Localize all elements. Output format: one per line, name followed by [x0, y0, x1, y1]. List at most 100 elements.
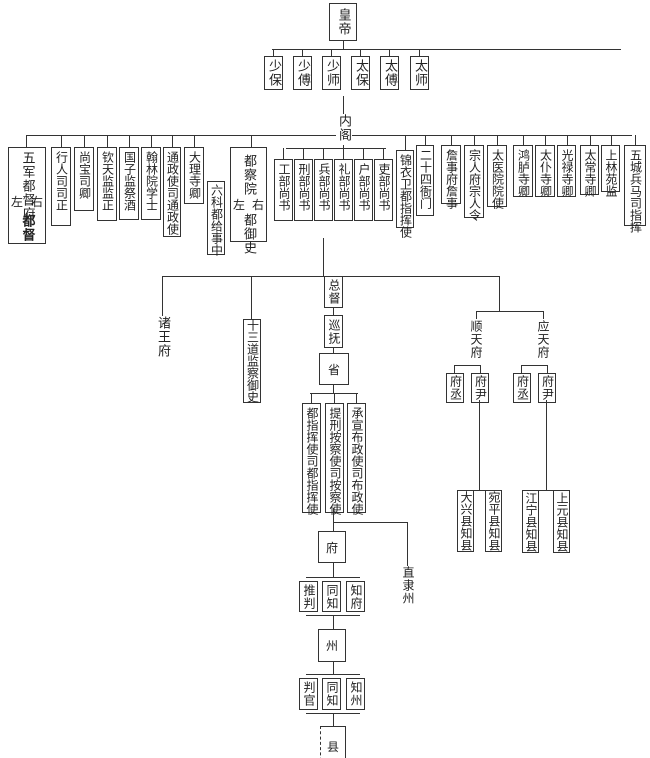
shuntian-fuyin-box-label: 府尹 [473, 375, 488, 401]
connector [323, 148, 324, 159]
fu-box: 府 [318, 531, 346, 563]
ministry-box-label: 工部尚书 [277, 163, 291, 211]
office-box-label: 钦天监监正 [100, 151, 115, 211]
zhou-official-box: 知州 [346, 678, 365, 710]
si-box: 承宣布政使司布政使 [347, 403, 366, 515]
connector [172, 135, 173, 147]
shuntian-fuyin-box: 府尹 [471, 373, 489, 403]
si-box: 提刑按察使司按察使 [325, 403, 344, 515]
connector [566, 135, 568, 145]
connector [311, 393, 312, 403]
advisor-box-label: 少师 [324, 59, 339, 87]
connector [389, 49, 390, 56]
advisor-box: 太师 [410, 56, 429, 90]
county-box-label: 大兴县知县 [459, 491, 473, 551]
ministry-box: 吏部尚书 [374, 159, 393, 221]
connector [497, 135, 498, 145]
fu-official-box-label: 知府 [349, 583, 363, 610]
duchayuan-left: 左 [233, 198, 246, 212]
connector [343, 148, 344, 159]
yingtian-fucheng-box-label: 府丞 [515, 375, 530, 401]
connector [334, 393, 335, 403]
wujun-right: 右 [30, 195, 43, 209]
wujun-left: 左 [11, 195, 24, 209]
office-box: 宗人府宗人令 [464, 145, 484, 221]
connector [523, 135, 524, 145]
office-box-label: 国子监祭酒 [122, 151, 137, 211]
fu-official-box-label: 同知 [325, 583, 339, 610]
connector [333, 308, 334, 315]
office-box-label: 二十四衙门 [418, 149, 433, 209]
advisor-box: 少傅 [293, 56, 312, 90]
yingtian-fuyin-box-label: 府尹 [540, 375, 555, 401]
connector [589, 135, 591, 145]
connector [331, 49, 332, 56]
office-box-label: 詹事府詹事 [444, 149, 459, 209]
office-box: 太医院院使 [487, 145, 507, 209]
emperor-box: 皇帝 [329, 3, 357, 41]
si-box-label: 承宣布政使司布政使 [350, 407, 364, 515]
liuke-label: 六科都给事中 [209, 184, 224, 256]
connector [479, 400, 480, 490]
connector [162, 276, 163, 316]
advisor-box: 太保 [351, 56, 370, 90]
connector [360, 49, 361, 56]
office-box: 国子监祭酒 [119, 147, 139, 220]
ministry-box-label: 兵部尚书 [317, 163, 331, 211]
office-box: 通政使司通政使 [163, 147, 181, 237]
advisor-box: 少师 [322, 56, 341, 90]
si-box-label: 提刑按察使司按察使 [328, 407, 342, 515]
duchayuan-title: 都察院 [241, 154, 256, 196]
connector [521, 365, 522, 375]
zhou-box: 州 [318, 629, 346, 662]
wujun-box: 五军都督府 左 右 都督 [8, 147, 46, 244]
county-box: 宛平县知县 [485, 490, 502, 552]
si-box-label: 都指挥使司都指挥使 [305, 407, 319, 515]
connector [26, 135, 27, 147]
connector [272, 49, 621, 50]
wujun-title: 五军都督府 [19, 151, 35, 221]
office-box: 鸿胪寺卿 [513, 145, 533, 197]
office-box: 翰林院学士 [141, 147, 161, 220]
office-box: 钦天监监正 [97, 147, 117, 221]
office-box-label: 光禄寺卿 [560, 149, 574, 197]
office-box: 大理寺卿 [184, 147, 204, 204]
yingtian-fuyin-box: 府尹 [538, 373, 556, 403]
advisor-box: 少保 [264, 56, 283, 90]
connector [302, 49, 303, 56]
connector [352, 135, 632, 136]
connector [363, 148, 364, 159]
county-box-label: 江宁县知县 [524, 491, 538, 552]
xian-label: 县 [326, 739, 339, 754]
connector [333, 508, 334, 540]
connector [454, 365, 480, 366]
ministry-box-label: 礼部尚书 [337, 163, 351, 211]
office-box: 詹事府詹事 [441, 145, 461, 209]
ministry-box-label: 户部尚书 [357, 163, 371, 211]
fu-official-box: 同知 [322, 581, 341, 612]
advisor-box-label: 少保 [266, 59, 281, 87]
connector [343, 96, 344, 114]
county-box: 大兴县知县 [457, 490, 474, 552]
connector [306, 577, 360, 578]
fu-official-box: 推判 [299, 581, 318, 612]
connector [343, 41, 344, 49]
advisor-box: 太傅 [380, 56, 399, 90]
connector [107, 135, 108, 147]
emperor-label: 皇帝 [335, 8, 351, 36]
office-box-label: 鸿胪寺卿 [516, 149, 531, 197]
connector [476, 311, 477, 319]
connector [61, 135, 62, 147]
ministry-box: 兵部尚书 [314, 159, 333, 221]
office-box-label: 上林苑监 [604, 149, 618, 197]
zongdu-box: 总督 [324, 276, 343, 308]
xunfu-box: 巡抚 [324, 315, 343, 348]
connector [474, 135, 475, 145]
connector [356, 393, 357, 403]
advisor-box-label: 太傅 [382, 59, 397, 87]
connector [480, 365, 481, 375]
advisor-box-label: 少傅 [295, 59, 310, 87]
wujun-sub: 都督 [19, 214, 35, 242]
office-box: 二十四衙门 [416, 145, 434, 216]
